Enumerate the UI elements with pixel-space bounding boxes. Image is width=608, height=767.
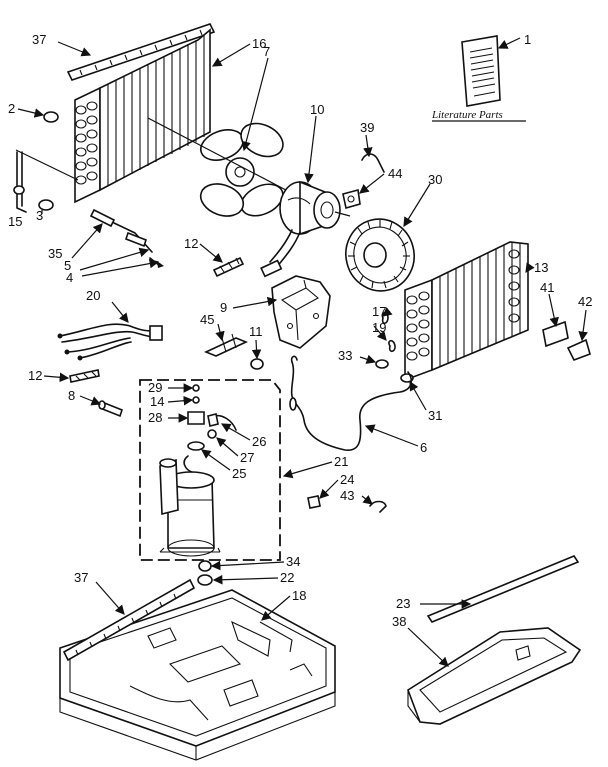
compressor[interactable] <box>159 455 221 557</box>
grommet-part-34[interactable] <box>198 560 212 572</box>
callout-numbers: 1 2 3 4 5 6 7 8 9 10 11 12 12 13 14 15 1… <box>8 32 592 629</box>
callout-29[interactable]: 29 <box>148 380 162 395</box>
callout-45[interactable]: 45 <box>200 312 214 327</box>
part-26[interactable] <box>207 413 219 427</box>
nut-part-3[interactable] <box>38 199 54 211</box>
callout-17[interactable]: 17 <box>372 304 386 319</box>
callout-33[interactable]: 33 <box>338 348 352 363</box>
bracket-part-45[interactable] <box>203 333 249 357</box>
evaporator-coil[interactable] <box>404 241 529 382</box>
callout-39[interactable]: 39 <box>360 120 374 135</box>
blower-wheel[interactable] <box>338 211 422 298</box>
capillary-tube[interactable] <box>290 361 413 451</box>
part-43-clip[interactable] <box>369 500 387 513</box>
callout-1[interactable]: 1 <box>524 32 531 47</box>
clip-part-19[interactable] <box>388 339 396 353</box>
part-29[interactable] <box>192 384 200 392</box>
callout-34[interactable]: 34 <box>286 554 300 569</box>
thermistor-probe[interactable] <box>89 208 164 268</box>
callout-6[interactable]: 6 <box>420 440 427 455</box>
callout-7[interactable]: 7 <box>263 44 270 59</box>
fan-blade[interactable] <box>196 117 288 222</box>
part-24[interactable] <box>307 495 321 509</box>
part-27[interactable] <box>207 429 217 439</box>
callout-35[interactable]: 35 <box>48 246 62 261</box>
callout-25[interactable]: 25 <box>232 466 246 481</box>
tube-guide-line <box>15 149 79 181</box>
clip-part-42[interactable] <box>566 338 591 362</box>
condenser-coil[interactable] <box>74 28 211 204</box>
wire-harness[interactable] <box>57 323 163 361</box>
drain-tray[interactable] <box>407 627 582 725</box>
part-8-cylinder[interactable] <box>98 400 123 418</box>
callout-38[interactable]: 38 <box>392 614 406 629</box>
callout-27[interactable]: 27 <box>240 450 254 465</box>
callout-44[interactable]: 44 <box>388 166 402 181</box>
top-rail-strip[interactable] <box>66 23 216 81</box>
callout-15[interactable]: 15 <box>8 214 22 229</box>
callout-2[interactable]: 2 <box>8 101 15 116</box>
callout-26[interactable]: 26 <box>252 434 266 449</box>
capillary-hook <box>290 355 298 363</box>
capillary-fitting <box>289 397 297 411</box>
callout-10[interactable]: 10 <box>310 102 324 117</box>
strap-part-12-upper[interactable] <box>212 256 245 278</box>
callout-37-top[interactable]: 37 <box>32 32 46 47</box>
callout-13[interactable]: 13 <box>534 260 548 275</box>
part-25[interactable] <box>187 441 205 451</box>
strip-part-23[interactable] <box>426 555 580 623</box>
part-28[interactable] <box>187 411 205 425</box>
callout-11[interactable]: 11 <box>249 324 263 339</box>
fan-motor[interactable] <box>260 180 351 278</box>
callout-16[interactable]: 16 <box>252 36 266 51</box>
bottom-rail-strip[interactable] <box>62 578 196 662</box>
callout-42[interactable]: 42 <box>578 294 592 309</box>
callout-22[interactable]: 22 <box>280 570 294 585</box>
grommet-part-11[interactable] <box>250 358 264 370</box>
literature-parts-caption: Literature Parts <box>431 109 503 121</box>
callout-8[interactable]: 8 <box>68 388 75 403</box>
callout-24[interactable]: 24 <box>340 472 354 487</box>
callout-30[interactable]: 30 <box>428 172 442 187</box>
callout-3[interactable]: 3 <box>36 208 43 223</box>
block-part-44[interactable] <box>342 188 361 210</box>
part-33[interactable] <box>375 359 389 369</box>
callout-14[interactable]: 14 <box>150 394 164 409</box>
compressor-group-outline <box>139 379 281 561</box>
callout-28[interactable]: 28 <box>148 410 162 425</box>
callout-12-lower[interactable]: 12 <box>28 368 42 383</box>
tube-part-15[interactable] <box>13 151 27 213</box>
strap-part-12-lower[interactable] <box>69 369 100 383</box>
callout-21[interactable]: 21 <box>334 454 348 469</box>
wire-clip-part-39[interactable] <box>361 153 385 173</box>
part-14[interactable] <box>192 396 200 404</box>
callout-37-bottom[interactable]: 37 <box>74 570 88 585</box>
motor-mount[interactable] <box>271 275 331 349</box>
fan-axis-line <box>147 117 306 201</box>
callout-31[interactable]: 31 <box>428 408 442 423</box>
callout-20[interactable]: 20 <box>86 288 100 303</box>
callout-23[interactable]: 23 <box>396 596 410 611</box>
callout-19[interactable]: 19 <box>372 320 386 335</box>
literature-booklet[interactable] <box>461 35 501 107</box>
callout-4[interactable]: 4 <box>66 270 73 285</box>
callout-12-upper[interactable]: 12 <box>184 236 198 251</box>
callout-18[interactable]: 18 <box>292 588 306 603</box>
callout-9[interactable]: 9 <box>220 300 227 315</box>
callout-43[interactable]: 43 <box>340 488 354 503</box>
callout-5[interactable]: 5 <box>64 258 71 273</box>
callout-41[interactable]: 41 <box>540 280 554 295</box>
base-pan[interactable] <box>59 589 336 761</box>
cap-part-2[interactable] <box>43 111 59 123</box>
leader-lines <box>17 37 588 667</box>
grommet-part-22[interactable] <box>197 574 213 586</box>
